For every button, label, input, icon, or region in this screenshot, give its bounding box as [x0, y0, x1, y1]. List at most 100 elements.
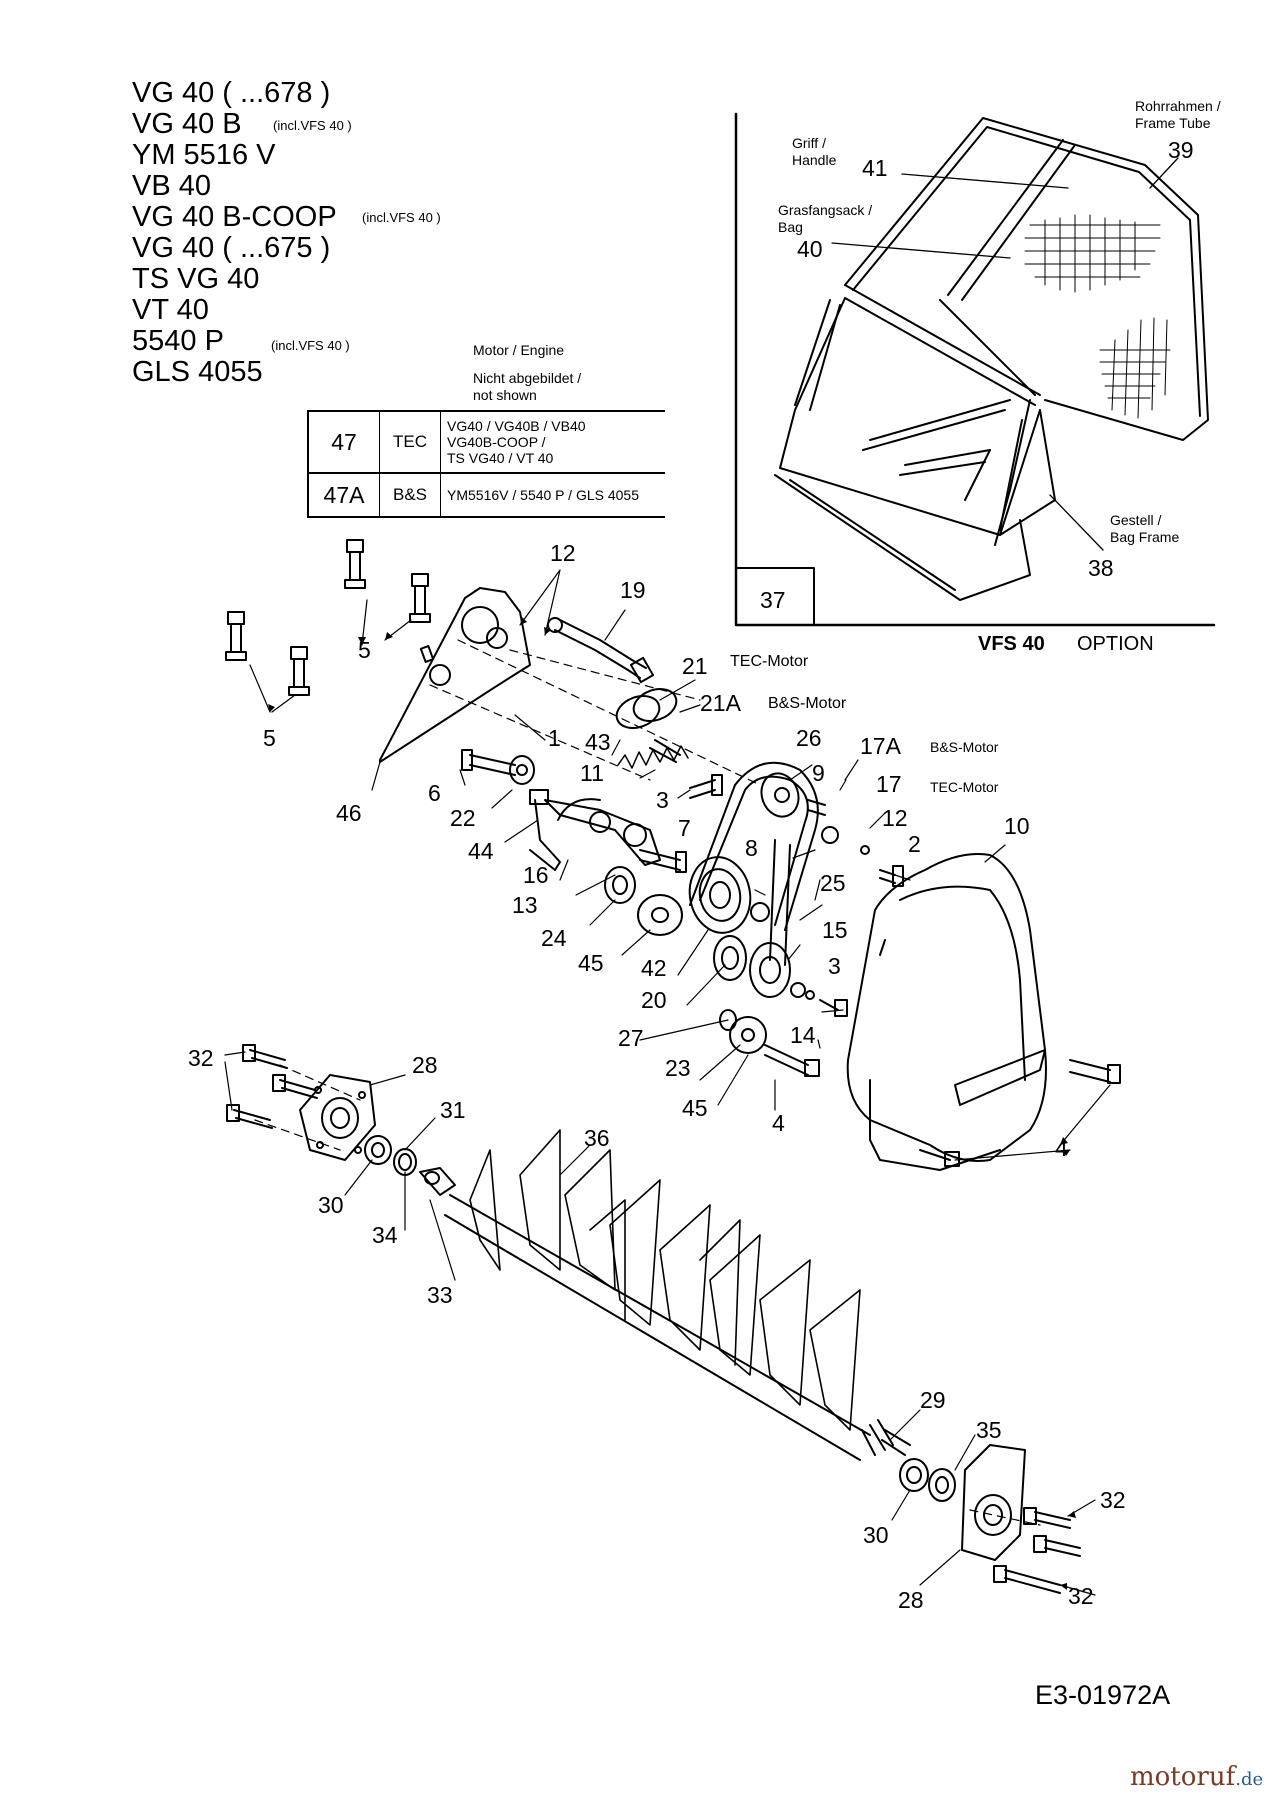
model-name: TS VG 40 [132, 263, 260, 295]
option-name: VFS 40 [978, 633, 1045, 655]
engine-number: 47A [308, 473, 380, 518]
table-row: 47A B&S YM5516V / 5540 P / GLS 4055 [308, 473, 665, 518]
scarifier-blades [469, 1129, 861, 1431]
bearing-plate-left-28 [226, 1044, 376, 1161]
callout: 43 [585, 729, 611, 755]
bag-leaders [831, 157, 1179, 551]
bolts-5 [225, 539, 431, 696]
callout-40: 40 [797, 236, 823, 262]
leader-lines [224, 569, 1111, 1596]
callout: 31 [440, 1097, 466, 1123]
label-frame-de: Gestell / [1110, 512, 1162, 528]
callout: 12 [882, 805, 908, 831]
callout: 14 [790, 1022, 816, 1048]
callout: 44 [468, 838, 494, 864]
callout: 42 [641, 955, 667, 981]
callout: 25 [820, 870, 846, 896]
label-tube-en: Frame Tube [1135, 115, 1211, 131]
engine-models: YM5516V / 5540 P / GLS 4055 [440, 473, 665, 518]
callout: 15 [822, 917, 848, 943]
callout: 36 [584, 1125, 610, 1151]
model-note: (incl.VFS 40 ) [271, 338, 350, 353]
engine-model-line: VG40 / VG40B / VB40 [447, 418, 586, 434]
label-tec-motor-17: TEC-Motor [930, 779, 999, 795]
model-name: YM 5516 V [132, 139, 276, 171]
label-handle-en: Handle [792, 152, 837, 168]
callout: 28 [412, 1052, 438, 1078]
callout: 12 [550, 540, 576, 566]
belt-cover-10 [846, 853, 1121, 1171]
callout: 34 [372, 1222, 398, 1248]
callout: 21A [700, 690, 741, 716]
drawing-number: E3-01972A [1035, 1680, 1171, 1710]
engine-note-line2: Nicht abgebildet / [473, 370, 582, 386]
bolts-misc [461, 739, 904, 1077]
arrowheads [268, 617, 1076, 1590]
watermark-tld: .de [1235, 1769, 1264, 1790]
pulley-42 [688, 856, 752, 934]
bearings-right [899, 1444, 1081, 1594]
label-tec-motor: TEC-Motor [730, 653, 809, 670]
model-name: VG 40 B [132, 108, 242, 140]
model-name: VG 40 ( ...675 ) [132, 232, 331, 264]
callout: 26 [796, 725, 822, 751]
callout-39: 39 [1168, 137, 1194, 163]
callout-38: 38 [1088, 555, 1114, 581]
label-handle-de: Griff / [792, 135, 826, 151]
callout: 33 [427, 1282, 453, 1308]
callout: 17A [860, 733, 901, 759]
callout: 22 [450, 805, 476, 831]
callout: 7 [678, 815, 691, 841]
callout: 4 [1055, 1135, 1068, 1161]
callout-41: 41 [862, 155, 888, 181]
callout: 32 [188, 1045, 214, 1071]
engine-model-line: VG40B-COOP / [447, 434, 546, 450]
pulleys-20 [713, 902, 791, 998]
model-name: GLS 4055 [132, 356, 263, 388]
engine-type: TEC [379, 411, 441, 474]
callout: 5 [263, 725, 276, 751]
model-name: VB 40 [132, 170, 211, 202]
callout: 5 [358, 637, 371, 663]
engine-note-line3: not shown [473, 387, 537, 403]
callout: 45 [682, 1095, 708, 1121]
engine-note-title: Motor / Engine [473, 342, 565, 358]
option-label: OPTION [1077, 633, 1154, 655]
callout: 8 [745, 835, 758, 861]
model-note: (incl.VFS 40 ) [362, 210, 441, 225]
assembly-lines [254, 639, 1041, 1526]
callout: 46 [336, 800, 362, 826]
grass-bag-drawing [774, 117, 1209, 601]
label-bag-en: Bag [778, 219, 803, 235]
spacer-21 [615, 688, 678, 729]
callout: 16 [523, 862, 549, 888]
callout: 2 [908, 831, 921, 857]
callout: 3 [656, 787, 669, 813]
engine-model-line: TS VG40 / VT 40 [447, 450, 554, 466]
callout: 45 [578, 950, 604, 976]
callout: 32 [1068, 1583, 1094, 1609]
callout: 30 [318, 1192, 344, 1218]
engine-number: 47 [308, 411, 380, 474]
model-name: VG 40 B-COOP [132, 201, 337, 233]
table-row: 47 TEC VG40 / VG40B / VB40 VG40B-COOP / … [308, 411, 665, 474]
callout: 28 [898, 1587, 924, 1613]
watermark-name: motoruf [1130, 1762, 1236, 1792]
bag-mesh [1024, 214, 1171, 419]
callout: 11 [580, 760, 604, 786]
label-frame-en: Bag Frame [1110, 529, 1180, 545]
tension-lever [529, 789, 661, 871]
engine-type: B&S [379, 473, 441, 518]
callout: 32 [1100, 1487, 1126, 1513]
model-note: (incl.VFS 40 ) [273, 118, 352, 133]
model-name: VG 40 ( ...678 ) [132, 77, 331, 109]
callout: 17 [876, 771, 902, 797]
model-name: 5540 P [132, 325, 224, 357]
label-bs-motor-17a: B&S-Motor [930, 739, 999, 755]
callout: 20 [641, 987, 667, 1013]
callout: 21 [682, 653, 708, 679]
axle-19 [547, 617, 655, 684]
model-name: VT 40 [132, 294, 209, 326]
callout: 13 [512, 892, 538, 918]
